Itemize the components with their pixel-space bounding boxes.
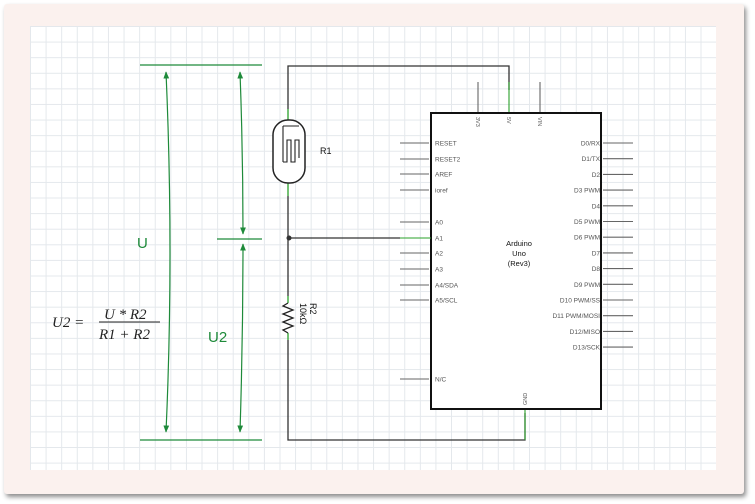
pin-label-reset2: RESET2 (435, 157, 461, 164)
u2-label: U2 (208, 329, 227, 346)
voltage-divider-formula: U2 = U * R2 R1 + R2 (52, 307, 160, 343)
u-label: U (137, 235, 148, 252)
u2-arrow (237, 243, 246, 433)
r2-labels: R2 10kΩ (298, 303, 318, 325)
pin-label-a2: A2 (435, 251, 443, 258)
board-title-line3: (Rev3) (508, 259, 531, 268)
pin-label-d13-sck: D13/SCK (573, 345, 601, 352)
pin-label-d2: D2 (592, 172, 601, 179)
pin-label-n-c: N/C (435, 377, 447, 384)
pin-label-5v: 5V (505, 117, 511, 124)
board-title-line1: Arduino (506, 239, 532, 248)
pin-label-d9-pwm: D9 PWM (574, 282, 600, 289)
pin-label-d3-pwm: D3 PWM (574, 188, 600, 195)
pin-label-aref: AREF (435, 172, 452, 179)
arduino-board (430, 112, 602, 410)
pin-label-a3: A3 (435, 267, 443, 274)
pin-label-a1: A1 (435, 236, 443, 243)
pin-label-a5-scl: A5/SCL (435, 298, 458, 305)
formula-numerator: U * R2 (104, 307, 147, 323)
pin-label-d1-tx: D1/TX (582, 156, 601, 163)
pin-label-d7: D7 (592, 250, 601, 257)
pin-label-reset: RESET (435, 141, 457, 148)
junction-node (286, 235, 292, 241)
formula-lhs: U2 = (52, 315, 84, 331)
pin-label-ioref: ioref (435, 188, 448, 195)
pin-label-d10-pwm-ss: D10 PWM/SS (560, 298, 601, 305)
pin-label-gnd: GND (523, 393, 529, 405)
pin-label-a0: A0 (435, 220, 443, 227)
pin-label-3v3: 3V3 (474, 117, 480, 127)
r2-name: R2 (308, 303, 318, 315)
board-title-line2: Uno (512, 249, 526, 258)
wire-5v (287, 65, 510, 109)
u-upper-arrow (237, 71, 246, 235)
pin-label-d6-pwm: D6 PWM (574, 235, 600, 242)
pin-label-d8: D8 (592, 266, 601, 273)
voltage-measurement (140, 64, 262, 441)
pin-label-a4-sda: A4/SDA (435, 283, 459, 290)
r2-value: 10kΩ (298, 303, 308, 325)
pin-label-d12-miso: D12/MISO (570, 329, 600, 336)
u-arrow (163, 71, 171, 433)
pin-label-d5-pwm: D5 PWM (574, 219, 600, 226)
photoresistor-r1 (272, 109, 306, 196)
pin-label-d0-rx: D0/RX (581, 141, 601, 148)
resistor-r2 (281, 296, 295, 340)
pin-label-vin: VIN (536, 117, 542, 126)
pin-label-d11-pwm-mosi: D11 PWM/MOSI (552, 313, 600, 320)
pin-label-d4: D4 (592, 203, 601, 210)
r1-label: R1 (320, 146, 332, 156)
formula-denominator: R1 + R2 (98, 327, 150, 343)
